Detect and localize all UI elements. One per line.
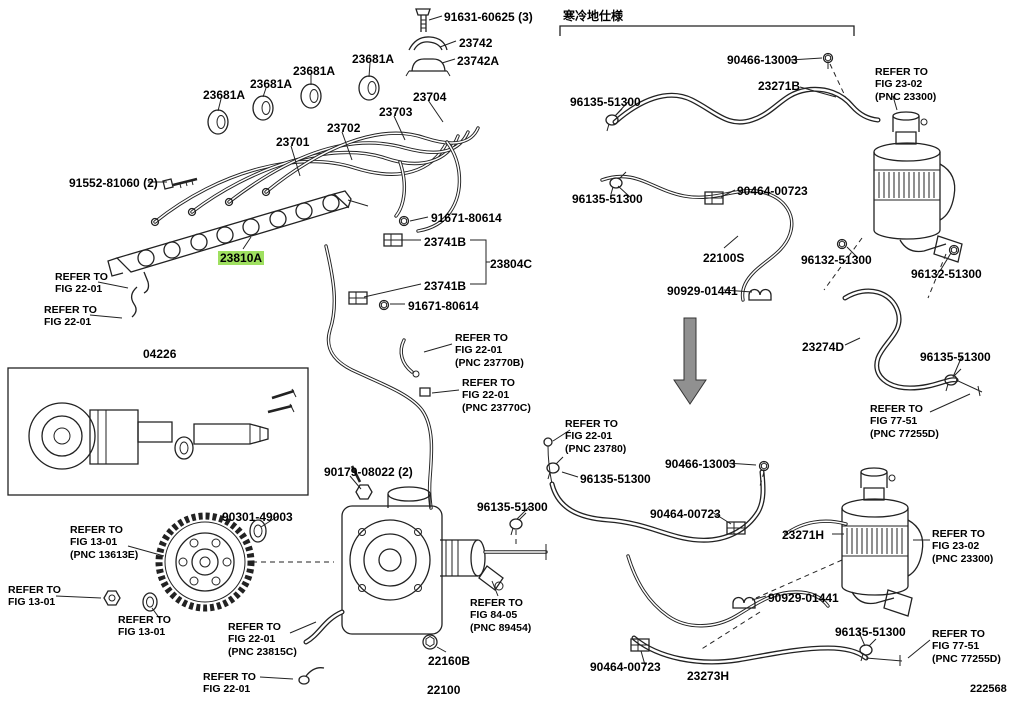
part-number-90301-49003[interactable]: 90301-49003 (222, 510, 293, 524)
part-number-22100[interactable]: 22100 (427, 683, 461, 697)
refer-note-fig77-51-pnc77255D-1: REFER TO FIG 77-51 (PNC 77255D) (870, 403, 939, 440)
injection-pump-drawing (298, 465, 548, 685)
part-number-96135-51300-2[interactable]: 96135-51300 (570, 95, 641, 109)
part-number-23274D[interactable]: 23274D (802, 340, 845, 354)
part-number-90466-13003-2[interactable]: 90466-13003 (665, 457, 736, 471)
part-number-90464-00723-2[interactable]: 90464-00723 (650, 507, 721, 521)
leader-lines (55, 15, 971, 680)
cold-climate-spec-label: 寒冷地仕様 (563, 9, 624, 23)
part-number-22100S[interactable]: 22100S (703, 251, 745, 265)
cold-spec-bracket (559, 25, 855, 36)
injection-pipes-drawing (150, 126, 480, 233)
part-number-90466-13003-1[interactable]: 90466-13003 (727, 53, 798, 67)
part-number-23742A[interactable]: 23742A (457, 54, 500, 68)
part-number-23701[interactable]: 23701 (276, 135, 310, 149)
refer-note-fig23-02-pnc23300-2: REFER TO FIG 23-02 (PNC 23300) (932, 528, 994, 565)
part-number-23681A-4[interactable]: 23681A (203, 88, 246, 102)
refer-note-fig84-05-pnc89454: REFER TO FIG 84-05 (PNC 89454) (470, 597, 532, 634)
part-number-96135-51300-4[interactable]: 96135-51300 (920, 350, 991, 364)
part-number-96135-51300-1[interactable]: 96135-51300 (477, 500, 548, 514)
part-number-91631-60625[interactable]: 91631-60625 (3) (444, 10, 533, 24)
part-number-91552-81060[interactable]: 91552-81060 (2) (69, 176, 158, 190)
diagram-number: 222568 (970, 683, 1007, 695)
part-number-90929-01441-2[interactable]: 90929-01441 (768, 591, 839, 605)
cold-spec-top-drawing (600, 52, 983, 397)
part-number-90929-01441-1[interactable]: 90929-01441 (667, 284, 738, 298)
part-number-90464-00723-1[interactable]: 90464-00723 (737, 184, 808, 198)
rail-bolt-and-clamps-drawing (405, 8, 451, 77)
down-arrow (673, 317, 707, 405)
part-number-23810A-highlighted[interactable]: 23810A (218, 251, 265, 266)
part-number-96135-51300-5[interactable]: 96135-51300 (580, 472, 651, 486)
part-number-96135-51300-3[interactable]: 96135-51300 (572, 192, 643, 206)
refer-note-fig22-01-b: REFER TO FIG 22-01 (44, 304, 97, 329)
part-number-23271B[interactable]: 23271B (758, 79, 801, 93)
part-number-23742[interactable]: 23742 (459, 36, 493, 50)
part-number-22160B[interactable]: 22160B (428, 654, 471, 668)
refer-note-fig22-01-pnc23770C: REFER TO FIG 22-01 (PNC 23770C) (462, 377, 531, 414)
supply-pump-drawing (7, 367, 309, 496)
timing-gear-drawing (103, 512, 334, 612)
part-number-23804C[interactable]: 23804C (490, 257, 533, 271)
part-number-90464-00723-3[interactable]: 90464-00723 (590, 660, 661, 674)
part-number-23741B-2[interactable]: 23741B (424, 279, 467, 293)
part-number-23702[interactable]: 23702 (327, 121, 361, 135)
refer-note-fig22-01-pnc23770B: REFER TO FIG 22-01 (PNC 23770B) (455, 332, 524, 369)
part-number-90179-08022[interactable]: 90179-08022 (2) (324, 465, 413, 479)
part-number-23741B-1[interactable]: 23741B (424, 235, 467, 249)
refer-note-fig22-01-c: REFER TO FIG 22-01 (203, 671, 256, 696)
refer-note-fig13-01-pnc13613E: REFER TO FIG 13-01 (PNC 13613E) (70, 524, 139, 561)
fuel-rail-drawing (107, 190, 369, 318)
refer-note-fig23-02-pnc23300-1: REFER TO FIG 23-02 (PNC 23300) (875, 66, 937, 103)
part-number-91671-80614-2[interactable]: 91671-80614 (408, 299, 479, 313)
part-number-23681A-2[interactable]: 23681A (293, 64, 336, 78)
refer-note-fig77-51-pnc77255D-2: REFER TO FIG 77-51 (PNC 77255D) (932, 628, 1001, 665)
part-number-23704[interactable]: 23704 (413, 90, 447, 104)
refer-note-fig13-01-b: REFER TO FIG 13-01 (118, 614, 171, 639)
part-number-91671-80614-1[interactable]: 91671-80614 (431, 211, 502, 225)
part-number-23273H[interactable]: 23273H (687, 669, 730, 683)
cold-spec-bottom-drawing (515, 437, 924, 666)
refer-note-fig13-01-a: REFER TO FIG 13-01 (8, 584, 61, 609)
fuel-feed-line-drawing (324, 215, 434, 510)
part-number-96132-51300-1[interactable]: 96132-51300 (801, 253, 872, 267)
part-number-23681A-1[interactable]: 23681A (352, 52, 395, 66)
part-number-23681A-3[interactable]: 23681A (250, 77, 293, 91)
rail-mount-bolt-drawing (162, 177, 198, 190)
refer-note-fig22-01-a: REFER TO FIG 22-01 (55, 271, 108, 296)
part-number-23271H[interactable]: 23271H (782, 528, 825, 542)
part-number-96135-51300-6[interactable]: 96135-51300 (835, 625, 906, 639)
part-number-23703[interactable]: 23703 (379, 105, 413, 119)
refer-note-fig22-01-pnc23815C: REFER TO FIG 22-01 (PNC 23815C) (228, 621, 297, 658)
part-number-04226[interactable]: 04226 (143, 347, 177, 361)
refer-note-fig22-01-pnc23780: REFER TO FIG 22-01 (PNC 23780) (565, 418, 627, 455)
part-number-96132-51300-2[interactable]: 96132-51300 (911, 267, 982, 281)
